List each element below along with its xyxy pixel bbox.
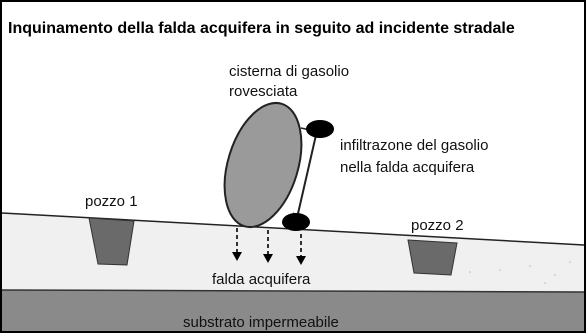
infiltration-arrowheads — [232, 252, 306, 265]
substrate-label: substrato impermeabile — [183, 314, 339, 331]
arrowhead-2 — [263, 254, 273, 263]
arrowhead-3 — [296, 256, 306, 265]
well-2 — [407, 239, 458, 276]
infiltration-label-line1: infiltrazone del gasolio — [340, 137, 488, 154]
infiltration-arrows — [236, 228, 302, 258]
well-1 — [88, 217, 135, 266]
aquifer-label: falda acquifera — [212, 271, 311, 288]
tanker-label-line1: cisterna di gasolio — [229, 63, 349, 80]
well-1-label: pozzo 1 — [85, 193, 138, 210]
arrowhead-1 — [232, 252, 242, 261]
tanker-body — [223, 101, 303, 229]
tanker-label-line2: rovesciata — [229, 83, 298, 100]
substrate-layer — [2, 290, 584, 331]
well-2-label: pozzo 2 — [411, 217, 464, 234]
tanker-axle-line — [296, 134, 317, 219]
diagram-title: Inquinamento della falda acquifera in se… — [8, 20, 515, 37]
substrate-top-line — [1, 289, 585, 293]
tanker-wheel-top — [306, 120, 334, 138]
overturned-tanker — [223, 101, 334, 231]
aquifer-texture — [469, 261, 571, 284]
tanker-wheel-bottom — [282, 213, 310, 231]
infiltration-label-line2: nella falda acquifera — [340, 159, 475, 176]
